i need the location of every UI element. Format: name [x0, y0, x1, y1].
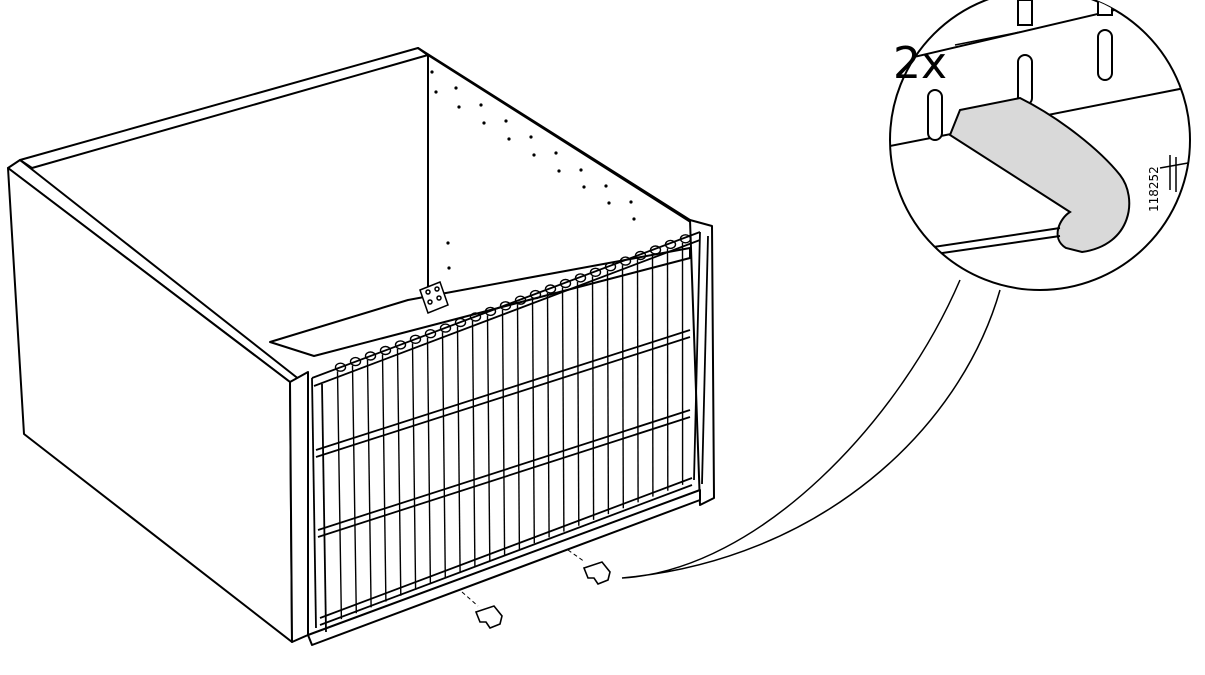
basket-wire [591, 276, 595, 520]
basket-wire [501, 309, 506, 555]
basket-wire [336, 371, 343, 620]
basket-wire-loop [664, 239, 677, 250]
left-side-panel-face [7, 167, 293, 643]
basket-wire-loop [484, 306, 497, 317]
zoom-detail: 118252 2x [889, 0, 1191, 291]
basket-bottom-rail [319, 477, 693, 619]
basket-wire [456, 326, 461, 573]
basket-wire [396, 348, 402, 596]
basket-wire [546, 292, 550, 538]
basket-wire [561, 287, 565, 532]
basket-wire [606, 270, 610, 515]
basket-wire [531, 298, 535, 544]
basket-wire-loop [589, 267, 602, 277]
right-post [689, 219, 715, 506]
front-left-edge [289, 371, 309, 643]
cabinet-frame [7, 47, 715, 646]
basket-wire-loop [544, 284, 557, 294]
bottom-front-rail [307, 489, 701, 646]
back-panel-holes [430, 70, 636, 270]
basket-wire-loop [439, 323, 452, 333]
basket-wire [441, 332, 446, 579]
part-number-ticks [1159, 155, 1189, 192]
basket-wire-loop [364, 351, 377, 361]
top-back-rail [19, 47, 429, 169]
basket-wire-loop [394, 340, 407, 350]
basket-wire-loop [529, 289, 542, 300]
basket-wire-loop [619, 256, 632, 266]
quantity-leader [954, 31, 1021, 46]
basket-wire-loop [379, 345, 392, 356]
callout-tail [621, 279, 1001, 579]
basket-wire-loop [514, 295, 527, 305]
basket-wire [486, 315, 491, 561]
basket-wire-loop [574, 273, 587, 283]
basket-wire [381, 354, 387, 602]
basket-wire [636, 259, 639, 503]
basket-wire-loop [334, 362, 347, 372]
basket-wires [334, 234, 692, 620]
basket-wire-loop [559, 278, 572, 289]
basket-wire-loop [634, 250, 647, 261]
basket-wire [351, 365, 357, 614]
basket-wire-loop [454, 317, 467, 328]
basket-wire-loop [469, 312, 482, 322]
corner-bracket [419, 281, 449, 314]
basket-wire [366, 359, 372, 608]
clip-right [582, 561, 611, 585]
basket-wire-loop [424, 329, 437, 339]
basket-wire-loop [499, 301, 512, 311]
basket-wire [471, 320, 476, 567]
basket-wire-loop [649, 245, 662, 255]
basket-wire [576, 281, 580, 526]
part-number: 118252 [1147, 166, 1161, 212]
basket-wire [426, 337, 432, 585]
basket-wire [516, 304, 521, 550]
basket-wire-loop [409, 334, 422, 344]
basket-wire-loop [679, 234, 692, 244]
clip-guide-lines [461, 549, 586, 607]
basket-wire [411, 343, 417, 590]
quantity-label: 2x [893, 38, 947, 89]
clip-left [474, 605, 503, 629]
basket-wire-loop [349, 356, 362, 367]
basket-wire [621, 265, 624, 509]
basket-wire-loop [604, 262, 617, 272]
